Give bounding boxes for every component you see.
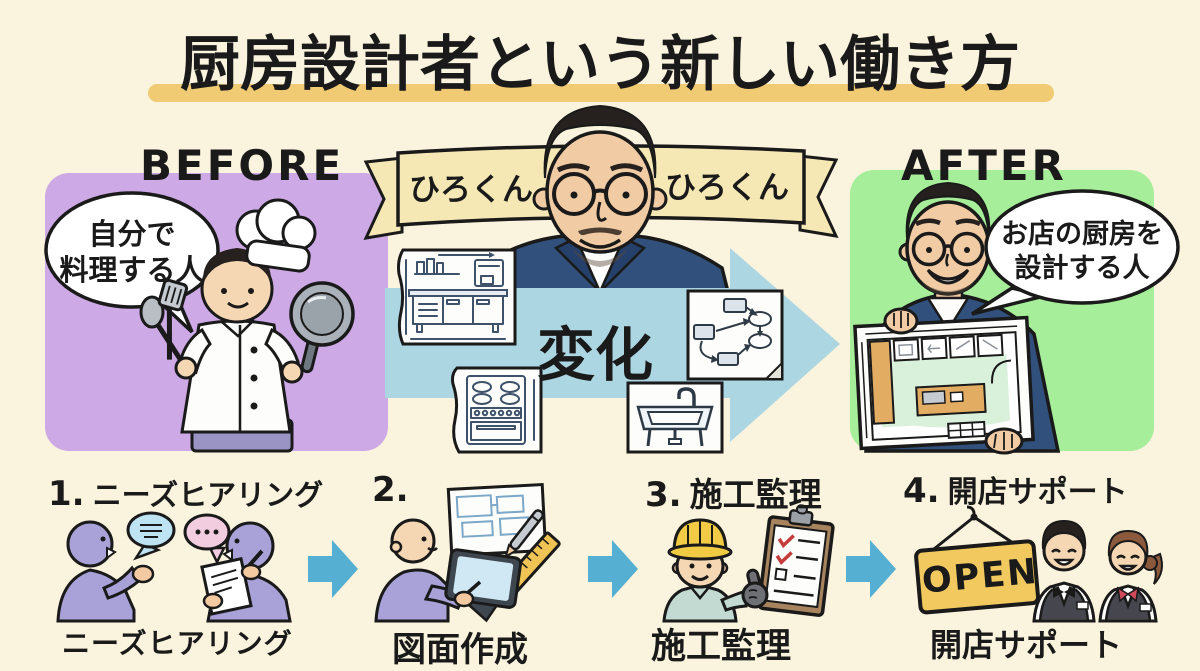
step-1-heading-text: ニーズヒアリング: [93, 478, 324, 512]
flowchart-icon: [688, 291, 782, 379]
change-label: 変化: [515, 308, 675, 392]
step-2-heading: 2.: [372, 470, 417, 510]
banner-name-left: ひろくん: [396, 164, 546, 209]
step-3-caption: 施工監理: [651, 618, 791, 669]
helmet-icon: [669, 520, 731, 559]
step-1-heading: 1.ニーズヒアリング: [48, 472, 323, 514]
blueprint-icon: [399, 250, 516, 344]
checklist-clipboard-icon: [759, 502, 836, 616]
before-bubble-line1: 自分で: [47, 216, 217, 252]
step-4-heading-text: 開店サポート: [948, 475, 1128, 510]
step-4-caption: 開店サポート: [930, 620, 1122, 666]
speech-bubble-blue-icon: [128, 513, 174, 558]
hearing-people-icon: [58, 513, 290, 621]
step-2-number: 2.: [372, 470, 409, 510]
step-arrow-icon: [846, 540, 896, 598]
tablet-icon: [443, 549, 522, 624]
after-bubble-text: お店の厨房を 設計する人: [986, 218, 1178, 286]
step-1-caption: ニーズヒアリング: [62, 622, 293, 662]
step-4-heading: 4.開店サポート: [903, 467, 1128, 511]
step-3-number: 3.: [645, 475, 682, 515]
step-4-number: 4.: [903, 471, 940, 511]
after-bubble-line2: 設計する人: [986, 252, 1178, 286]
construction-worker-icon: [664, 502, 835, 621]
staff-man-icon: [1034, 521, 1094, 621]
step-2-caption: 図面作成: [392, 622, 528, 671]
step-1-number: 1.: [48, 474, 85, 514]
staff-woman-icon: [1100, 531, 1162, 621]
sink-icon: [628, 383, 722, 452]
before-bubble-text: 自分で 料理する人: [47, 216, 217, 289]
step-3-heading-text: 施工監理: [690, 475, 822, 514]
page-title: 厨房設計者という新しい働き方: [0, 16, 1200, 103]
step-arrow-icon: [308, 540, 358, 598]
banner-name-right: ひろくん: [652, 162, 802, 207]
speech-bubble-pink-icon: [185, 515, 229, 562]
step-arrow-icon: [588, 540, 638, 598]
after-bubble-line1: お店の厨房を: [986, 218, 1178, 252]
step-3-heading: 3.施工監理: [645, 468, 822, 516]
before-label: BEFORE: [140, 141, 344, 190]
before-bubble-line2: 料理する人: [47, 252, 217, 288]
after-label: AFTER: [901, 141, 1067, 190]
